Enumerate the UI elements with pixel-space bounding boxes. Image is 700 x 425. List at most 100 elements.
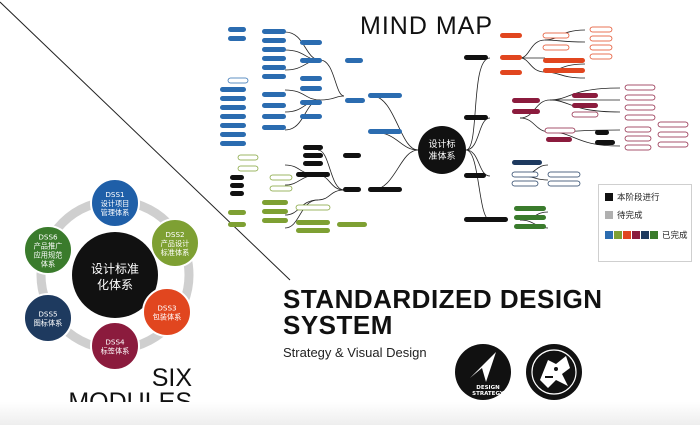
legend-done-label: 已完成 xyxy=(662,231,688,241)
headline-line2: SYSTEM xyxy=(283,310,393,340)
node-white xyxy=(547,180,581,187)
legend-current: 本阶段进行 xyxy=(605,191,660,203)
legend-color-swatches xyxy=(605,231,658,239)
node-blue xyxy=(345,58,363,63)
node-blue xyxy=(228,27,246,32)
mind-map-nodes xyxy=(220,26,689,233)
node-navy xyxy=(512,160,542,165)
node-white xyxy=(589,26,613,33)
node-white xyxy=(624,104,656,111)
node-black xyxy=(230,175,244,180)
node-white xyxy=(657,131,689,138)
legend-swatch xyxy=(614,231,622,239)
node-blue xyxy=(220,114,246,119)
design-strategy-badge xyxy=(455,344,511,400)
node-green xyxy=(514,206,546,211)
node-white xyxy=(589,53,613,60)
module-label: 包装体系 xyxy=(153,313,182,322)
node-black xyxy=(230,183,244,188)
node-blue xyxy=(300,58,322,63)
modules-center-line1: 设计标准 xyxy=(91,262,139,276)
module-label: 标签体系 xyxy=(101,347,130,356)
node-blue xyxy=(220,141,246,146)
node-white xyxy=(624,126,652,133)
module-node-4 xyxy=(90,321,140,371)
module-label: 应用规范 xyxy=(34,251,63,260)
legend-pending-label: 待完成 xyxy=(617,211,643,221)
node-white xyxy=(269,174,293,181)
node-black xyxy=(343,153,361,158)
node-white xyxy=(542,44,570,51)
node-black xyxy=(464,173,486,178)
legend-swatch xyxy=(650,231,658,239)
node-blue xyxy=(300,114,322,119)
node-green xyxy=(296,220,330,225)
node-black xyxy=(296,172,330,177)
node-blue xyxy=(300,76,322,81)
node-blue xyxy=(262,65,286,70)
emblem-figure-icon xyxy=(540,356,570,388)
badge-text-line1: DESIGN xyxy=(476,385,500,391)
node-blue xyxy=(220,87,246,92)
node-orange xyxy=(500,70,522,75)
node-blue xyxy=(345,98,365,103)
module-code: DSS3 xyxy=(157,304,176,313)
mind-map-center-line2: 准体系 xyxy=(428,150,455,162)
mind-map-center-node xyxy=(418,126,466,174)
modules-center-circle xyxy=(72,232,158,318)
node-white xyxy=(237,154,259,161)
mind-map-center-line1: 设计标 xyxy=(428,138,455,150)
node-black xyxy=(368,187,402,192)
node-blue xyxy=(262,29,286,34)
module-label: 产品推广 xyxy=(34,242,63,251)
node-black xyxy=(464,55,488,60)
node-blue xyxy=(262,38,286,43)
mind-map-title: MIND MAP xyxy=(360,12,493,40)
module-nodes: DSS1设计项目管理体系DSS2产品设计标准体系DSS3包装体系DSS4标签体系… xyxy=(23,178,200,371)
node-black xyxy=(230,191,244,196)
node-white xyxy=(237,165,259,172)
node-crimson xyxy=(572,93,598,98)
node-black xyxy=(464,217,508,222)
legend-current-label: 本阶段进行 xyxy=(617,193,660,203)
node-green xyxy=(228,210,246,215)
module-label: 管理体系 xyxy=(101,208,130,217)
node-crimson xyxy=(512,109,540,114)
node-orange xyxy=(500,33,522,38)
node-orange xyxy=(543,58,585,63)
node-green xyxy=(514,224,546,229)
node-white xyxy=(589,44,613,51)
module-label: 产品设计 xyxy=(161,239,190,248)
module-label: 设计项目 xyxy=(101,199,130,208)
node-blue xyxy=(262,103,286,108)
module-code: DSS1 xyxy=(105,190,124,199)
node-white xyxy=(624,84,656,91)
node-white xyxy=(542,32,570,39)
node-green xyxy=(296,228,330,233)
headline: STANDARDIZED DESIGN SYSTEM xyxy=(283,286,603,338)
node-green xyxy=(337,222,367,227)
node-blue xyxy=(262,74,286,79)
node-blue xyxy=(262,47,286,52)
module-node-3 xyxy=(142,287,192,337)
node-blue xyxy=(262,56,286,61)
node-blue xyxy=(220,96,246,101)
emblem-inner-ring xyxy=(531,349,577,395)
node-white xyxy=(227,77,249,84)
node-white xyxy=(544,127,576,134)
module-code: DSS6 xyxy=(38,233,58,242)
node-blue xyxy=(368,93,402,98)
node-black xyxy=(303,161,323,166)
headline-subtitle: Strategy & Visual Design xyxy=(283,345,427,360)
node-blue xyxy=(220,105,246,110)
module-node-6 xyxy=(23,225,73,275)
headline-line1: STANDARDIZED DESIGN xyxy=(283,284,603,314)
node-blue xyxy=(262,125,286,130)
node-white xyxy=(624,94,656,101)
node-white xyxy=(295,204,331,211)
module-label: 标准体系 xyxy=(161,248,190,257)
node-green xyxy=(262,200,288,205)
diagonal-divider xyxy=(0,1,291,281)
node-green xyxy=(228,222,246,227)
